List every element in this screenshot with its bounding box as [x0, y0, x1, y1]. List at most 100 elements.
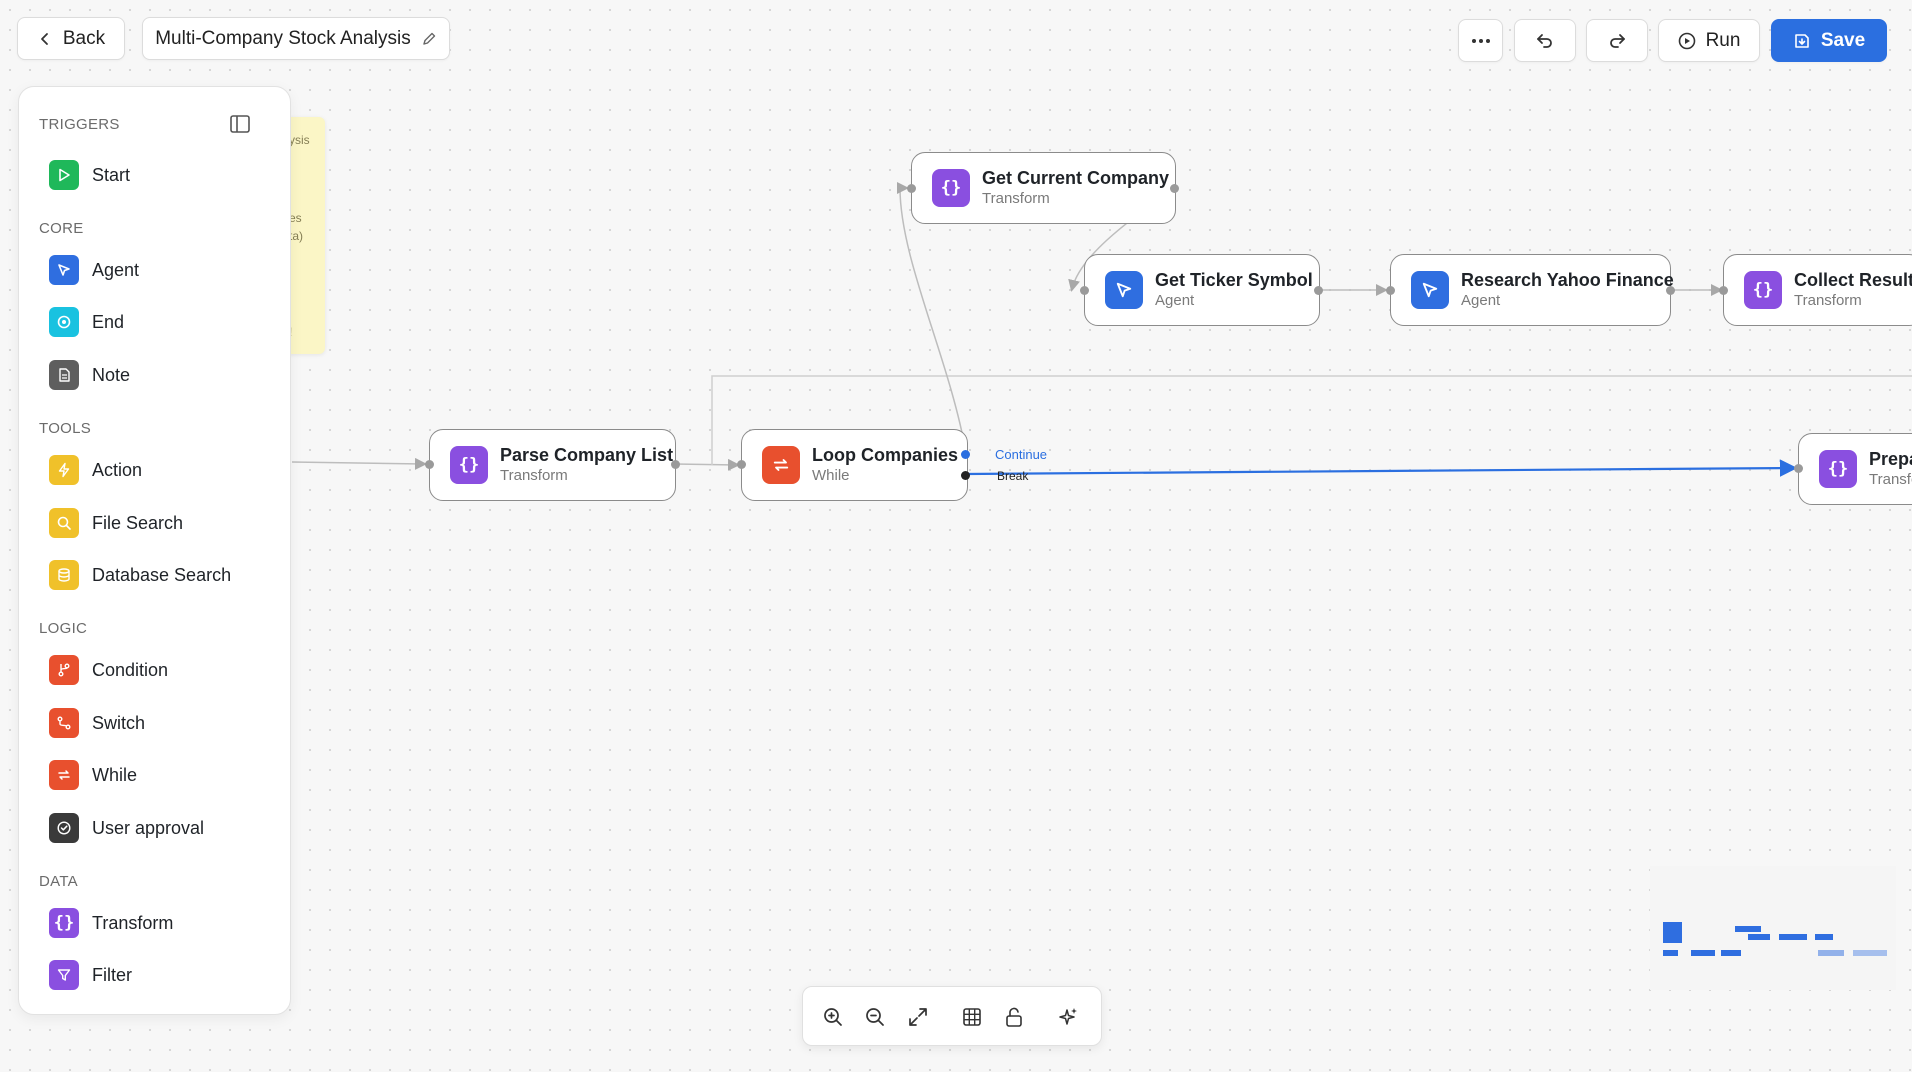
minimap-node — [1721, 950, 1741, 956]
sparkles-icon[interactable] — [1055, 1003, 1083, 1031]
node-prepare[interactable]: {} Prepa Transfo — [1798, 433, 1912, 505]
node-handle[interactable] — [671, 460, 680, 469]
branch-icon — [49, 655, 79, 685]
node-collect-result[interactable]: {} Collect Result Transform — [1723, 254, 1912, 326]
minimap-node — [1779, 934, 1807, 940]
minimap-node — [1663, 922, 1682, 943]
node-type: Agent — [1155, 292, 1195, 309]
continue-handle[interactable] — [961, 450, 970, 459]
cursor-icon — [1411, 271, 1449, 309]
play-icon — [49, 160, 79, 190]
grid-icon[interactable] — [958, 1003, 986, 1031]
node-handle[interactable] — [1080, 286, 1089, 295]
back-button[interactable]: Back — [17, 17, 125, 60]
more-button[interactable] — [1458, 19, 1503, 62]
braces-icon: {} — [932, 169, 970, 207]
sidebar-item-label: Condition — [92, 659, 169, 680]
break-handle[interactable] — [961, 471, 970, 480]
node-handle[interactable] — [1314, 286, 1323, 295]
note-text-2: es — [289, 211, 302, 225]
target-icon — [49, 307, 79, 337]
edge-parse-to-loop — [674, 458, 740, 471]
break-edge-label: Break — [997, 469, 1029, 483]
redo-icon — [1607, 31, 1627, 51]
sidebar-item-while[interactable]: While — [49, 759, 137, 791]
node-type: While — [812, 467, 850, 484]
panel-icon[interactable] — [229, 113, 251, 140]
sidebar-item-agent[interactable]: Agent — [49, 254, 139, 286]
node-handle[interactable] — [907, 184, 916, 193]
expand-icon[interactable] — [904, 1003, 932, 1031]
zoom-in-icon[interactable] — [819, 1003, 847, 1031]
undo-button[interactable] — [1514, 19, 1576, 62]
node-handle[interactable] — [1386, 286, 1395, 295]
sidebar-item-label: Agent — [92, 259, 140, 280]
braces-icon: {} — [450, 446, 488, 484]
chevron-left-icon — [37, 31, 53, 47]
canvas-toolbar — [802, 986, 1102, 1046]
workflow-title-button[interactable]: Multi-Company Stock Analysis — [142, 17, 450, 60]
braces-icon: {} — [1819, 450, 1857, 488]
zoom-out-icon[interactable] — [861, 1003, 889, 1031]
node-get-current-company[interactable]: {} Get Current Company Transform — [911, 152, 1176, 224]
node-handle[interactable] — [425, 460, 434, 469]
node-title: Get Current Company — [982, 168, 1170, 188]
node-title: Research Yahoo Finance — [1461, 270, 1674, 290]
lightning-icon — [49, 455, 79, 485]
sidebar-item-file-search[interactable]: File Search — [49, 507, 183, 539]
node-handle[interactable] — [1794, 464, 1803, 473]
sidebar-item-user-approval[interactable]: User approval — [49, 812, 204, 844]
braces-icon: {} — [49, 908, 79, 938]
section-triggers: TRIGGERS — [39, 116, 120, 133]
sidebar-item-condition[interactable]: Condition — [49, 654, 168, 686]
sidebar-item-switch[interactable]: Switch — [49, 707, 145, 739]
run-button[interactable]: Run — [1658, 19, 1760, 62]
workflow-title: Multi-Company Stock Analysis — [155, 27, 411, 49]
undo-icon — [1535, 31, 1555, 51]
sidebar-item-start[interactable]: Start — [49, 159, 130, 191]
back-label: Back — [62, 27, 106, 49]
sidebar-item-label: Note — [92, 364, 131, 385]
edge-note-to-parse — [291, 457, 427, 470]
filter-icon — [49, 960, 79, 990]
note-text-3: ta) — [289, 229, 304, 243]
sidebar-item-transform[interactable]: {} Transform — [49, 907, 173, 939]
section-logic: LOGIC — [39, 620, 88, 637]
sidebar-item-filter[interactable]: Filter — [49, 959, 132, 991]
node-parse-company-list[interactable]: {} Parse Company List Transform — [429, 429, 676, 501]
pencil-icon — [421, 31, 437, 47]
node-get-ticker-symbol[interactable]: Get Ticker Symbol Agent — [1084, 254, 1320, 326]
cursor-icon — [1105, 271, 1143, 309]
node-research-yahoo-finance[interactable]: Research Yahoo Finance Agent — [1390, 254, 1674, 326]
edge-loop-body-return — [711, 375, 1912, 465]
save-label: Save — [1820, 29, 1866, 51]
node-handle[interactable] — [1719, 286, 1728, 295]
sticky-note[interactable]: ysis es ta) ! — [285, 117, 325, 354]
save-button[interactable]: Save — [1771, 19, 1887, 62]
lock-icon[interactable] — [1000, 1003, 1028, 1031]
minimap-node — [1663, 950, 1678, 956]
node-loop-companies[interactable]: Loop Companies While — [741, 429, 968, 501]
minimap[interactable] — [1650, 866, 1896, 990]
database-icon — [49, 560, 79, 590]
sidebar-item-note[interactable]: Note — [49, 359, 130, 391]
check-circle-icon — [49, 813, 79, 843]
node-type: Transform — [982, 190, 1050, 207]
node-palette: TRIGGERS Start CORE Agent End Note TOOLS… — [18, 86, 291, 1015]
sidebar-item-label: End — [92, 311, 125, 332]
node-handle[interactable] — [1666, 286, 1675, 295]
redo-button[interactable] — [1586, 19, 1648, 62]
node-handle[interactable] — [737, 460, 746, 469]
node-title: Parse Company List — [500, 445, 674, 465]
node-handle[interactable] — [1170, 184, 1179, 193]
section-data: DATA — [39, 873, 78, 890]
sidebar-item-label: Transform — [92, 912, 174, 933]
minimap-node — [1815, 934, 1833, 940]
sidebar-item-database-search[interactable]: Database Search — [49, 559, 231, 591]
braces-icon: {} — [1744, 271, 1782, 309]
sidebar-item-label: Filter — [92, 964, 132, 985]
sidebar-item-action[interactable]: Action — [49, 454, 142, 486]
sidebar-item-label: Start — [92, 164, 131, 185]
sidebar-item-end[interactable]: End — [49, 306, 124, 338]
